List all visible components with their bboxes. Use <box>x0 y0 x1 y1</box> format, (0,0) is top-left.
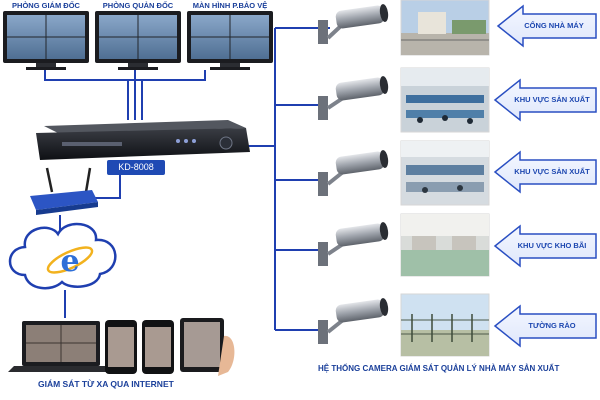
tablet-icon <box>180 318 235 376</box>
cctv-camera-icon <box>318 4 389 44</box>
cctv-camera-icon <box>318 150 389 196</box>
camera-view-gate <box>400 0 490 56</box>
monitor-icon <box>187 11 273 70</box>
arrow-left-icon <box>493 150 597 194</box>
camera-location-production-2: KHU VỰC SẢN XUẤT <box>514 167 590 176</box>
cctv-camera-icon <box>318 222 389 266</box>
smartphone-icon <box>105 320 137 374</box>
arrow-left-icon <box>493 224 597 268</box>
smartphone-icon <box>142 320 174 374</box>
camera-location-warehouse: KHU VỰC KHO BÃI <box>517 241 587 250</box>
router-icon <box>30 167 98 215</box>
monitor-label-security: MÀN HÌNH P.BẢO VỆ <box>192 1 268 10</box>
dvr-model-label: KD-8008 <box>107 160 165 175</box>
arrow-left-icon <box>496 4 597 48</box>
svg-text:e: e <box>60 244 79 279</box>
system-caption: HỆ THỐNG CAMERA GIÁM SÁT QUẢN LÝ NHÀ MÁY… <box>318 364 560 373</box>
internet-explorer-icon: e <box>46 244 94 279</box>
camera-view-warehouse <box>400 213 490 277</box>
camera-location-fence: TƯỜNG RÀO <box>528 321 576 330</box>
arrow-left-icon <box>493 304 597 348</box>
camera-view-fence <box>400 293 490 357</box>
monitor-icon <box>95 11 181 70</box>
monitor-label-director: PHÒNG GIÁM ĐỐC <box>12 1 80 10</box>
arrow-left-icon <box>493 78 597 122</box>
dvr-icon <box>36 120 250 160</box>
remote-monitoring-caption: GIÁM SÁT TỪ XA QUA INTERNET <box>38 379 174 389</box>
cctv-camera-icon <box>318 76 389 120</box>
camera-location-gate: CỔNG NHÀ MÁY <box>524 21 584 30</box>
cctv-camera-icon <box>318 298 389 344</box>
camera-view-production-2 <box>400 140 490 206</box>
camera-location-production-1: KHU VỰC SẢN XUẤT <box>514 95 590 104</box>
camera-view-production-1 <box>400 67 490 133</box>
laptop-icon <box>8 321 114 372</box>
monitor-label-foreman: PHÒNG QUẢN ĐỐC <box>102 1 174 10</box>
monitor-icon <box>3 11 89 70</box>
